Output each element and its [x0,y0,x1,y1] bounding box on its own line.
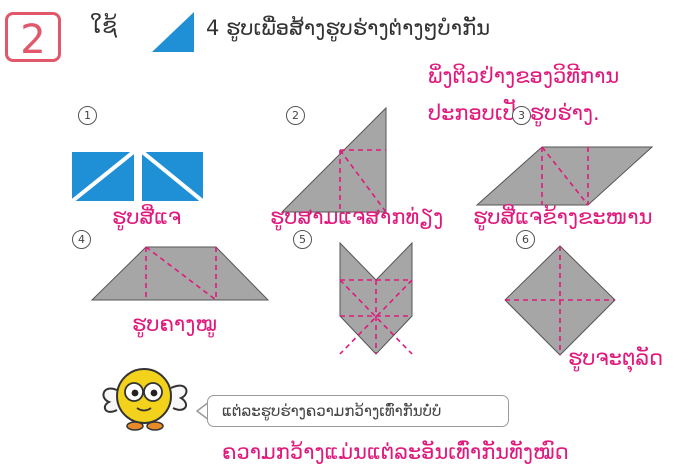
figure-1-label: ຮູບສີ່ແຈ [112,205,182,229]
figure-3-label: ຮູບສີ່ແຈຂ້າງຂະໜານ [473,205,653,229]
figure-2-number: 2 [286,106,305,125]
exercise-number-box: 2 [5,12,61,63]
figure-5-number: 5 [293,230,312,249]
figure-5-arrow-shape [339,241,413,355]
mascot-character-icon [102,368,188,431]
figure-6-number: 6 [516,230,535,249]
figure-3-parallelogram [475,146,654,206]
figure-4-number: 4 [72,230,91,249]
figure-2-right-triangle [280,106,387,213]
instruction-text: 4 ຮູບເພື່ອສ້າງຮູບຮ່າງຕ່າງໆບໍາກັນ [206,16,491,40]
figure-6-rhombus [504,245,616,356]
figure-1-rectangle [64,145,211,208]
figure-4-label: ຮູບຄາງໝູ [132,312,217,336]
exercise-number: 2 [20,17,46,63]
figure-2-label: ຮູບສາມແຈສາກທ່ຽງ [270,205,444,229]
speech-bubble: ແຕ່ລະຮູບຮ່າງຄວາມກວ້າງເທົ່າກັນບໍ່ບໍ [207,395,509,427]
bottom-note: ຄວາມກວ້າງແມ່ນແຕ່ລະອັນເທົ່າກັນທັງໝົດ [222,440,569,464]
figure-6-label: ຮູບຈະຕຸລັດ [568,346,664,370]
instruction-word: ໃຊ້ [90,14,118,39]
speech-bubble-text: ແຕ່ລະຮູບຮ່າງຄວາມກວ້າງເທົ່າກັນບໍ່ບໍ [222,402,442,420]
figure-3-number: 3 [512,106,531,125]
figure-4-trapezoid [90,246,270,301]
blue-triangle-tile-icon [152,12,194,52]
figure-1-number: 1 [78,106,97,125]
note-line-1: ພິ່ງຕິວຢ່າງຂອງວິທີການ [428,64,620,88]
